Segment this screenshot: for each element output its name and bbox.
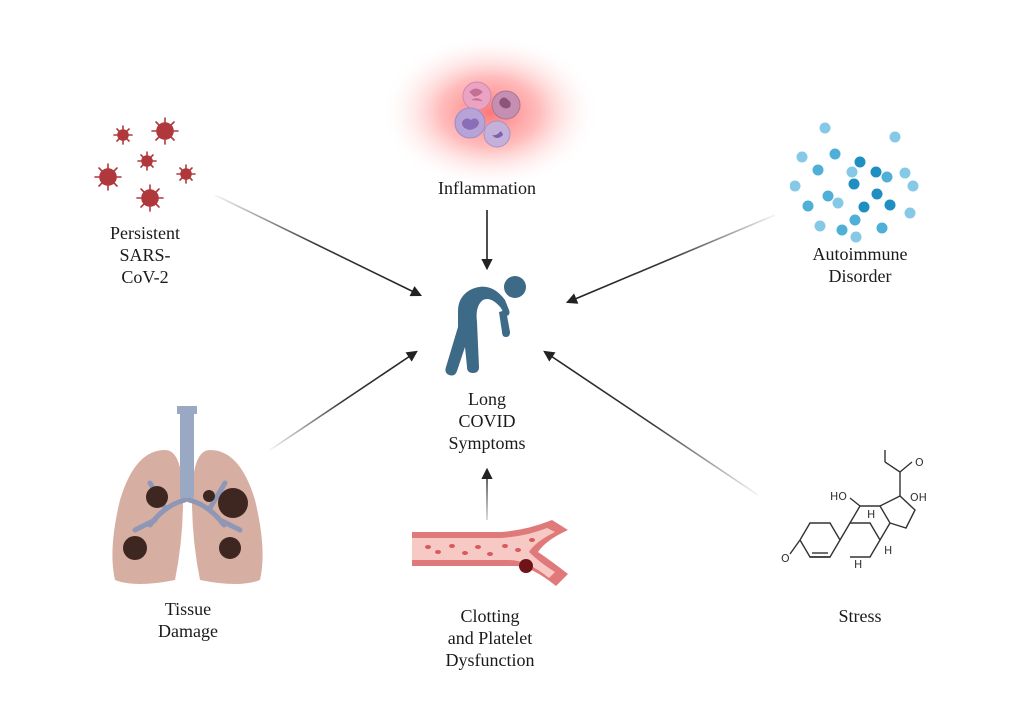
label-line: Autoimmune <box>812 244 908 264</box>
antibody-dot <box>812 164 824 176</box>
label-line: Tissue <box>164 599 212 619</box>
molecule-ho-left: HO <box>830 490 847 503</box>
antibody-dot <box>836 224 848 236</box>
antibody-dot <box>802 200 814 212</box>
immune-cells-icon <box>380 40 600 190</box>
label-clotting-platelet-dysfunction: Clotting and Platelet Dysfunction <box>420 605 560 671</box>
antibody-dot <box>829 148 841 160</box>
label-long-covid-symptoms: Long COVID Symptoms <box>427 388 547 454</box>
antibody-dot <box>884 199 896 211</box>
molecule-oh-top: OH <box>878 450 895 451</box>
label-line: SARS- <box>119 245 171 265</box>
label-line: Damage <box>158 621 218 641</box>
virus-particles-icon <box>94 117 196 212</box>
antibody-dot <box>790 180 801 192</box>
antibody-dot <box>822 190 834 202</box>
antibody-dot <box>848 178 860 190</box>
molecule-h3: H <box>884 544 892 557</box>
label-tissue-damage: Tissue Damage <box>128 598 248 642</box>
arrow-stress-to-center <box>543 350 759 496</box>
antibody-dot <box>881 171 893 183</box>
antibody-dots-icon <box>790 122 919 243</box>
label-line: Inflammation <box>438 178 536 198</box>
molecule-o-left: O <box>781 552 790 565</box>
antibody-dot <box>846 166 858 178</box>
label-line: Clotting <box>460 606 520 626</box>
label-stress: Stress <box>810 605 910 627</box>
label-autoimmune-disorder: Autoimmune Disorder <box>790 243 930 287</box>
label-line: Disorder <box>828 266 892 286</box>
antibody-dot <box>796 151 808 163</box>
label-line: Long <box>468 389 506 409</box>
damaged-lungs-icon <box>112 406 263 584</box>
antibody-dot <box>850 231 862 243</box>
antibody-dot <box>854 156 866 168</box>
label-line: CoV-2 <box>121 267 169 287</box>
label-line: and Platelet <box>447 628 533 648</box>
arrow-sars-to-center <box>214 194 423 297</box>
antibody-dot <box>832 197 844 209</box>
label-persistent-sars-cov-2: Persistent SARS- CoV-2 <box>85 222 205 288</box>
arrow-autoimmune-to-center <box>565 214 776 304</box>
blood-vessel-clot-icon <box>412 520 568 586</box>
label-line: Dysfunction <box>445 650 535 670</box>
antibody-dot <box>907 180 919 192</box>
label-line: COVID <box>458 411 516 431</box>
cortisol-molecule-icon: O OH OH HO H H H O <box>781 450 927 571</box>
label-line: Symptoms <box>448 433 526 453</box>
molecule-h2: H <box>854 558 862 571</box>
antibody-dot <box>819 122 831 134</box>
molecule-h1: H <box>867 508 875 521</box>
fatigued-person-icon <box>445 276 526 376</box>
antibody-dot <box>814 220 826 232</box>
arrow-tissue-to-center <box>269 350 418 451</box>
label-inflammation: Inflammation <box>407 177 567 199</box>
molecule-o-ketone: O <box>915 456 924 469</box>
antibody-dot <box>870 166 882 178</box>
label-line: Stress <box>838 606 882 626</box>
antibody-dot <box>904 207 916 219</box>
antibody-dot <box>889 131 901 143</box>
antibody-dot <box>899 167 911 179</box>
antibody-dot <box>849 214 861 226</box>
molecule-oh-right: OH <box>910 491 927 504</box>
antibody-dot <box>871 188 883 200</box>
label-line: Persistent <box>110 223 180 243</box>
antibody-dot <box>858 201 870 213</box>
antibody-dot <box>876 222 888 234</box>
